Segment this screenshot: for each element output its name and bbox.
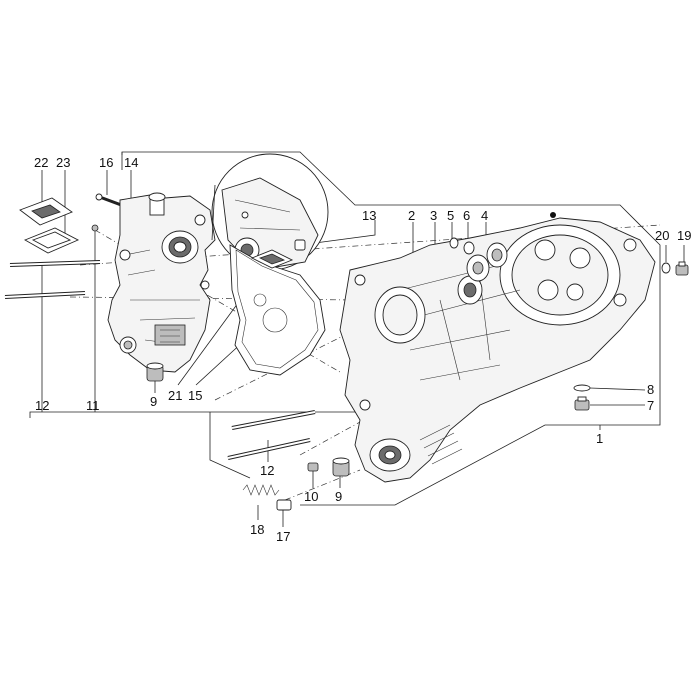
plug-19 bbox=[675, 261, 689, 276]
right-crankcase-half bbox=[339, 212, 656, 483]
plug-10 bbox=[307, 462, 319, 472]
callout-9-left: 9 bbox=[150, 394, 157, 409]
callout-18: 18 bbox=[250, 522, 264, 537]
seal-3 bbox=[466, 254, 490, 282]
callout-4: 4 bbox=[481, 208, 488, 223]
callout-5: 5 bbox=[447, 208, 454, 223]
spring-18 bbox=[242, 484, 280, 496]
callout-11: 11 bbox=[86, 398, 100, 413]
stud-12-left bbox=[4, 260, 101, 299]
washer-5 bbox=[449, 237, 459, 249]
callout-15: 15 bbox=[188, 388, 202, 403]
callout-12-centre: 12 bbox=[260, 463, 274, 478]
callout-12-left: 12 bbox=[35, 398, 49, 413]
callout-7: 7 bbox=[647, 398, 654, 413]
callout-8: 8 bbox=[647, 382, 654, 397]
callout-16: 16 bbox=[99, 155, 113, 170]
gasket-15 bbox=[229, 244, 326, 376]
bushing-9-left bbox=[146, 362, 164, 382]
callout-13: 13 bbox=[362, 208, 376, 223]
bushing-9-right bbox=[332, 457, 350, 477]
callout-2: 2 bbox=[408, 208, 415, 223]
washer-8 bbox=[573, 384, 591, 392]
callout-6: 6 bbox=[463, 208, 470, 223]
left-crankcase-half bbox=[107, 192, 216, 373]
callout-14: 14 bbox=[124, 155, 138, 170]
callout-3: 3 bbox=[430, 208, 437, 223]
stud-12-centre bbox=[227, 410, 316, 460]
filter-plate-22 bbox=[19, 197, 73, 226]
callout-9-right: 9 bbox=[335, 489, 342, 504]
callout-1: 1 bbox=[596, 431, 603, 446]
ring-6 bbox=[463, 241, 475, 255]
pin-11 bbox=[91, 224, 99, 232]
callout-21: 21 bbox=[168, 388, 182, 403]
callout-22: 22 bbox=[34, 155, 48, 170]
bearing-2 bbox=[457, 275, 483, 305]
gasket-plate-23 bbox=[23, 227, 80, 254]
detail-magnifier bbox=[211, 153, 329, 271]
washer-20 bbox=[661, 262, 671, 274]
callout-10: 10 bbox=[304, 489, 318, 504]
callout-20: 20 bbox=[655, 228, 669, 243]
pin-17 bbox=[276, 499, 292, 511]
bearing-4 bbox=[486, 242, 508, 268]
callout-17: 17 bbox=[276, 529, 290, 544]
drain-plug-7 bbox=[574, 396, 590, 411]
callout-19: 19 bbox=[677, 228, 691, 243]
callout-labels: 1 2 3 4 5 6 7 8 9 9 10 11 12 12 13 14 15… bbox=[34, 155, 691, 544]
callout-23: 23 bbox=[56, 155, 70, 170]
plate-21 bbox=[250, 249, 294, 269]
